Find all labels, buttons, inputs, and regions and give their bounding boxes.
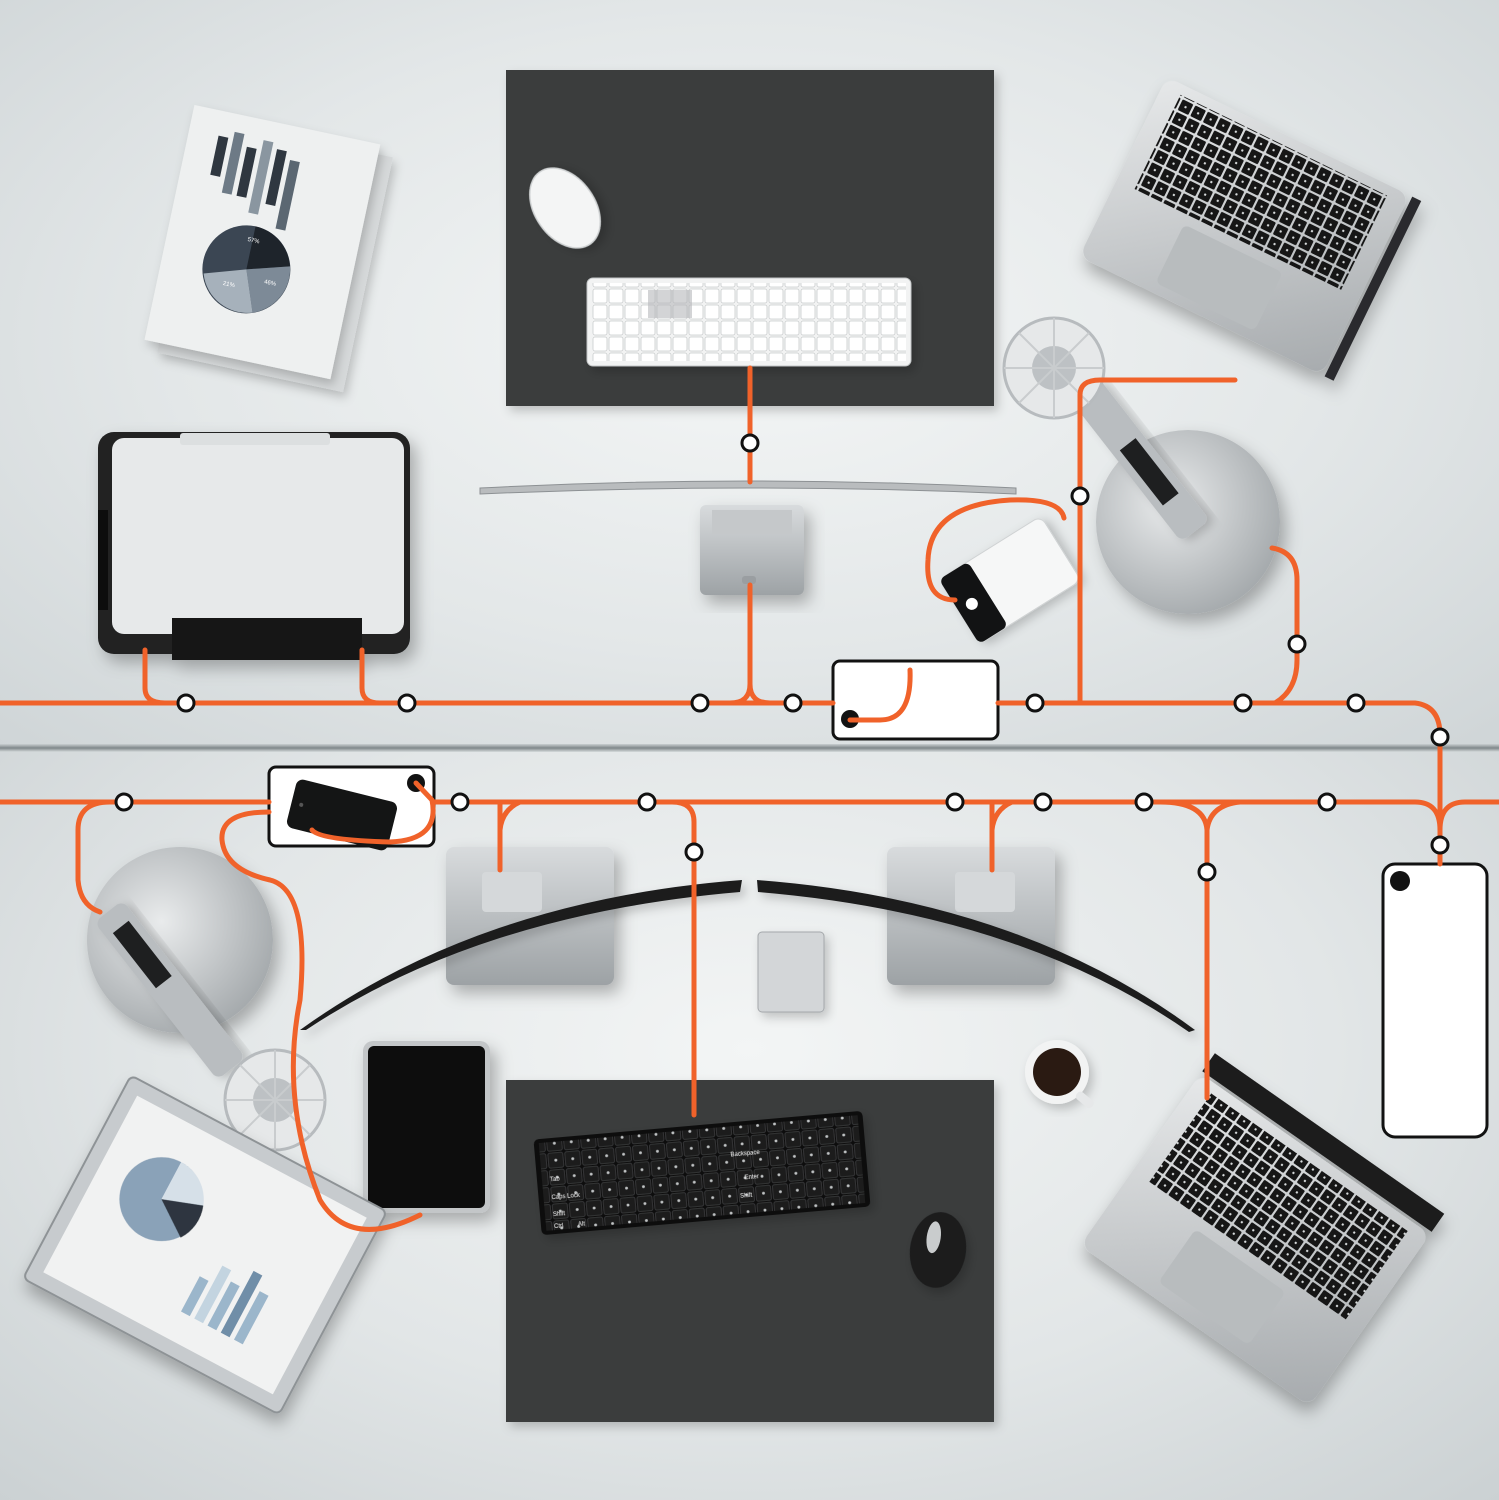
cable-node [1134,792,1154,812]
cable-nodes [114,433,1450,882]
document-chart-icon [24,1076,386,1414]
phone-icon[interactable] [1381,862,1489,1139]
chart-label-c: 21% [222,281,236,290]
coffee-cup-icon [1025,1040,1094,1109]
cable-node [684,842,704,862]
cable-node [397,693,417,713]
key-caps-lock: Caps Lock [551,1193,581,1202]
cable-node [1070,486,1090,506]
document-chart-icon: 57% 46% 21% [144,104,393,393]
desk-fan-icon [1002,316,1280,614]
key-enter: Enter [744,1174,759,1181]
power-bank-icon[interactable] [831,659,1000,741]
monitor-icon[interactable] [479,480,1017,595]
printer-icon[interactable] [98,432,410,660]
desk-seam [0,744,1499,752]
cable-node [783,693,803,713]
cable-node [1025,693,1045,713]
keyboard-icon[interactable]: Backspace Tab Caps Lock Enter Shift Shif… [533,1111,871,1235]
laptop-icon[interactable] [1080,1053,1445,1406]
mouse-icon[interactable] [905,1208,971,1291]
cable-node [690,693,710,713]
keyboard-icon[interactable] [586,277,912,367]
cable-node [1430,835,1450,855]
cable-node [1430,727,1450,747]
key-right-shift: Shift [740,1193,753,1200]
key-alt: Alt [578,1221,586,1228]
chart-label-b: 46% [263,279,277,288]
cable-node [1317,792,1337,812]
cable-node [740,433,760,453]
cable-node [450,792,470,812]
cable-node [1033,792,1053,812]
laptop-icon[interactable] [1079,77,1422,381]
cable-node [1233,693,1253,713]
mouse-icon[interactable] [515,155,615,261]
key-tab: Tab [550,1176,561,1183]
monitor-icon[interactable] [757,847,1195,1032]
cable-node [637,792,657,812]
cable-node [945,792,965,812]
key-backspace: Backspace [730,1150,760,1159]
phone-icon[interactable] [939,516,1081,644]
monitor-icon[interactable] [300,847,742,1030]
key-ctrl: Ctrl [554,1223,564,1230]
cable-node [176,693,196,713]
tablet-icon[interactable] [363,1041,490,1213]
cable-node [1197,862,1217,882]
chart-label-a: 57% [247,237,261,246]
key-shift: Shift [553,1211,566,1218]
cable-node [114,792,134,812]
cable-node [1346,693,1366,713]
desk-organizer [757,931,825,1013]
cable-node [1287,634,1307,654]
